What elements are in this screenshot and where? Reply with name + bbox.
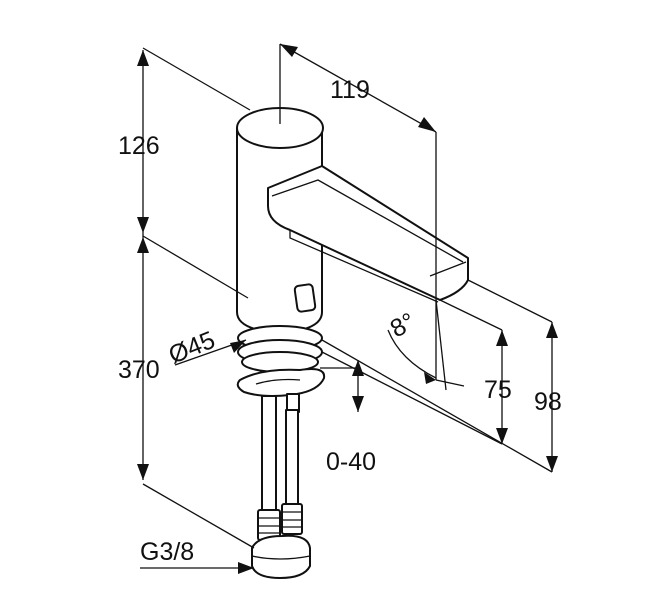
height-top-label: 126 xyxy=(118,132,160,160)
spout-top-label: 98 xyxy=(534,388,562,416)
height-total-label: 370 xyxy=(118,356,160,384)
mounting-bracket xyxy=(236,368,326,397)
connector-hex xyxy=(251,534,311,579)
spout-height-label: 75 xyxy=(484,376,512,404)
angle-label: 8° xyxy=(386,307,420,343)
connector-hex-edge xyxy=(251,555,311,560)
deck-thickness-label: 0-40 xyxy=(326,448,376,476)
hose-nut-right xyxy=(281,503,303,535)
connection-label: G3/8 xyxy=(140,538,194,566)
nut-thread-left xyxy=(258,517,280,534)
dimension-lines xyxy=(137,43,558,574)
hose-right xyxy=(285,409,299,509)
faucet-base xyxy=(236,325,326,413)
hose-left xyxy=(261,395,277,513)
faucet-body xyxy=(236,107,469,334)
supply-hoses xyxy=(251,395,311,579)
sensor-window xyxy=(293,283,317,313)
reach-label: 119 xyxy=(330,76,370,104)
diameter-label: Ø45 xyxy=(165,326,219,370)
bracket-slot xyxy=(255,378,301,385)
spout-under-edge xyxy=(289,230,439,303)
nut-thread-right xyxy=(282,511,302,528)
spout-top-edge xyxy=(271,179,464,263)
